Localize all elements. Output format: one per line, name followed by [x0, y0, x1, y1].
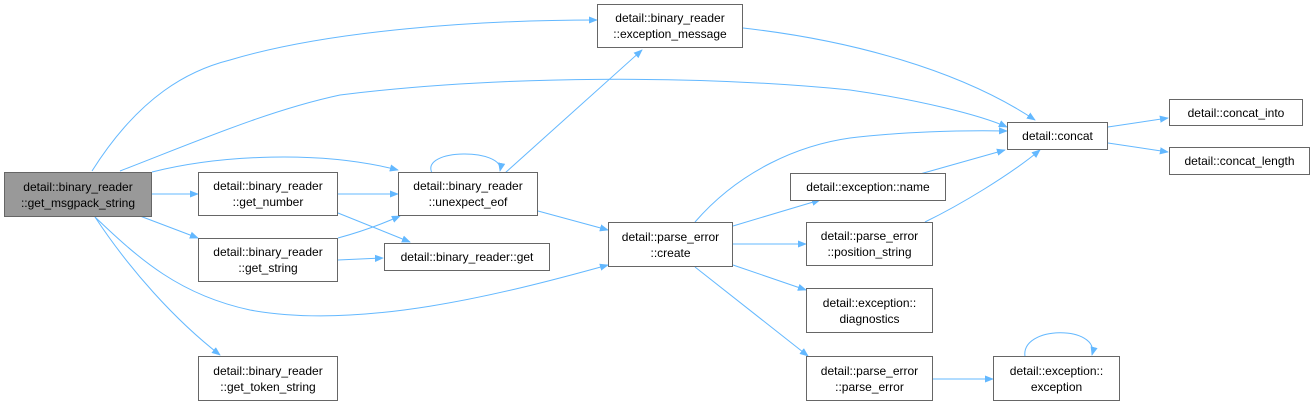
node-label-line1: detail::binary_reader: [615, 11, 725, 25]
edge-parse-error-create-diagnostics: [732, 264, 807, 291]
node-label-line1: detail::binary_reader: [213, 179, 323, 193]
edge-exception-self: [1024, 332, 1098, 358]
node-label-line1: detail::exception::: [1009, 363, 1104, 378]
node-label-line1: detail::binary_reader: [413, 179, 523, 193]
edge-parse-error-create-parse-error: [694, 266, 809, 357]
node-get-msgpack-string: detail::binary_reader ::get_msgpack_stri…: [4, 172, 152, 217]
edge-unexpect-eof-parse-error-create: [537, 210, 609, 232]
node-label-line1: detail::concat_into: [1187, 105, 1285, 120]
edge-get-string-unexpect-eof: [337, 215, 401, 239]
edge-unexpect-eof-exception-message: [504, 49, 643, 174]
edge-concat-concat-length: [1107, 142, 1169, 155]
node-label-line1: detail::binary_reader: [213, 363, 323, 378]
node-label-line2: ::position_string: [827, 245, 912, 259]
node-label-line1: detail::concat: [1022, 129, 1093, 143]
edge-root-parse-error-create: [94, 216, 609, 317]
node-label-line2: ::create: [650, 245, 691, 260]
node-label-line1: detail::concat_length: [1184, 154, 1295, 168]
node-position-string[interactable]: detail::parse_error ::position_string: [806, 222, 933, 266]
node-label-line1: detail::exception::name: [806, 180, 930, 194]
node-label-line1: detail::binary_reader::get: [400, 250, 534, 264]
node-label-line1: detail::parse_error: [820, 229, 919, 243]
edge-exception-name-concat: [919, 148, 1006, 175]
node-exception[interactable]: detail::exception:: exception: [993, 356, 1120, 401]
node-parse-error-create[interactable]: detail::parse_error ::create: [608, 222, 733, 267]
node-label-line2: ::get_number: [232, 195, 304, 209]
node-label-line1: detail::parse_error: [621, 229, 720, 244]
edge-root-exception-message: [91, 16, 598, 172]
edge-parse-error-create-exception-name: [732, 198, 821, 227]
edge-parse-error-create-concat: [694, 127, 1008, 223]
node-label-line2: ::get_string: [238, 261, 298, 275]
node-get-number[interactable]: detail::binary_reader ::get_number: [198, 172, 338, 216]
node-parse-error[interactable]: detail::parse_error ::parse_error: [806, 356, 933, 401]
edge-root-get-token-string: [94, 216, 221, 356]
edge-unexpect-eof-self: [430, 153, 506, 174]
node-label-line2: diagnostics: [839, 311, 900, 326]
node-label-line2: ::unexpect_eof: [428, 195, 508, 209]
edge-concat-concat-into: [1107, 115, 1169, 128]
node-concat-into[interactable]: detail::concat_into: [1169, 99, 1303, 126]
node-label-line2: ::get_token_string: [220, 379, 316, 394]
node-label-line2: ::parse_error: [835, 379, 904, 394]
node-get-token-string[interactable]: detail::binary_reader ::get_token_string: [198, 356, 338, 401]
edge-root-concat: [119, 78, 1008, 172]
node-label-line1: detail::binary_reader: [213, 245, 323, 259]
node-label-line2: exception: [1030, 379, 1083, 394]
edge-root-get-string: [139, 215, 199, 239]
node-label-line1: detail::exception::: [822, 295, 917, 310]
node-concat[interactable]: detail::concat: [1007, 122, 1108, 150]
node-exception-name[interactable]: detail::exception::name: [790, 173, 946, 201]
node-label-line1: detail::parse_error: [820, 363, 919, 378]
node-get[interactable]: detail::binary_reader::get: [384, 243, 550, 271]
edge-get-string-get: [337, 254, 384, 262]
node-concat-length[interactable]: detail::concat_length: [1169, 147, 1310, 175]
edge-exception-message-concat: [742, 27, 1036, 121]
edge-root-unexpect-eof: [151, 156, 399, 173]
node-get-string[interactable]: detail::binary_reader ::get_string: [198, 238, 338, 282]
node-label-line2: ::exception_message: [613, 27, 727, 41]
node-diagnostics[interactable]: detail::exception:: diagnostics: [806, 288, 933, 333]
node-unexpect-eof[interactable]: detail::binary_reader ::unexpect_eof: [398, 172, 538, 216]
edge-get-number-get: [337, 212, 411, 243]
node-exception-message[interactable]: detail::binary_reader ::exception_messag…: [597, 4, 743, 48]
edge-position-string-concat: [924, 149, 1041, 223]
node-label-line1: detail::binary_reader: [23, 179, 133, 194]
node-label-line2: ::get_msgpack_string: [20, 195, 136, 210]
